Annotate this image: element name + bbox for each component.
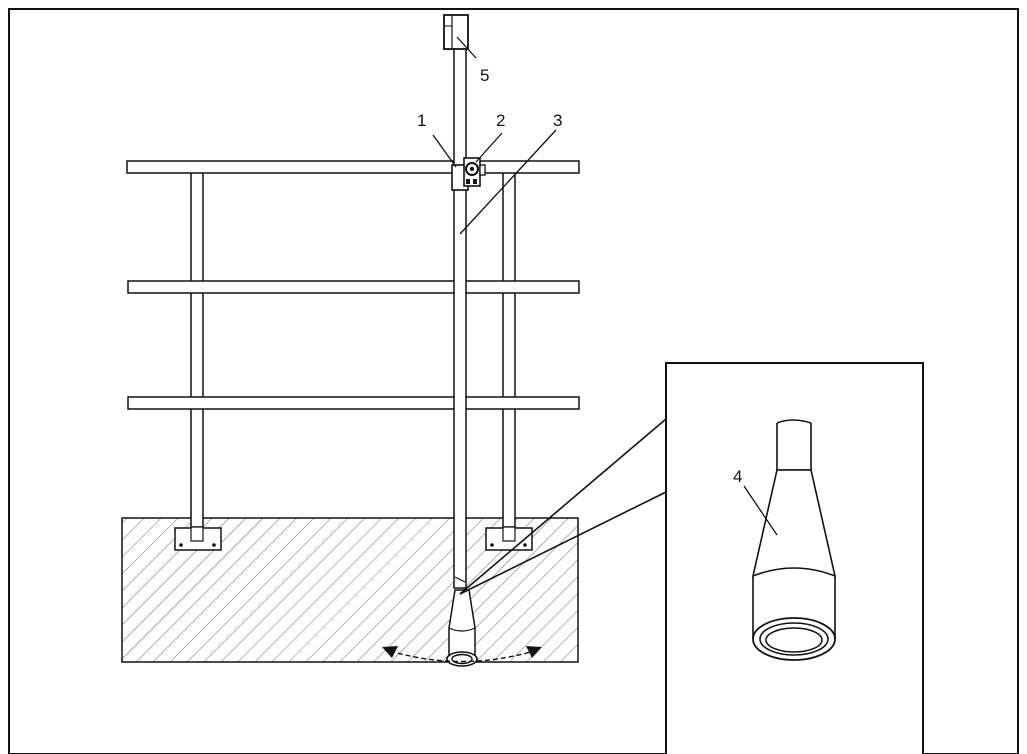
swing-arrow — [382, 646, 542, 663]
vertical-pipe — [453, 47, 467, 589]
leader-line-4 — [743, 485, 778, 536]
callout-1: 1 — [417, 111, 426, 130]
leader-line-2 — [475, 132, 503, 163]
leader-line-1 — [432, 134, 457, 168]
railing-lower-rail — [127, 396, 580, 410]
railing-middle-rail — [127, 280, 580, 294]
base-plate-left — [174, 526, 222, 551]
railing-post-right — [502, 171, 516, 528]
callout-5: 5 — [480, 66, 489, 85]
top-cap — [443, 14, 469, 50]
railing-top-rail — [126, 160, 580, 174]
railing-post-left — [190, 171, 204, 528]
zoom-line-upper — [459, 418, 667, 595]
leader-line-3 — [459, 129, 557, 235]
leader-line-5 — [456, 36, 477, 59]
detail-nozzle — [752, 419, 836, 661]
fixing-screw — [463, 157, 486, 187]
callout-2: 2 — [496, 111, 505, 130]
base-plate-right — [485, 526, 533, 551]
callout-3: 3 — [553, 111, 562, 130]
callout-4: 4 — [733, 467, 742, 486]
zoom-line-lower — [459, 491, 667, 595]
